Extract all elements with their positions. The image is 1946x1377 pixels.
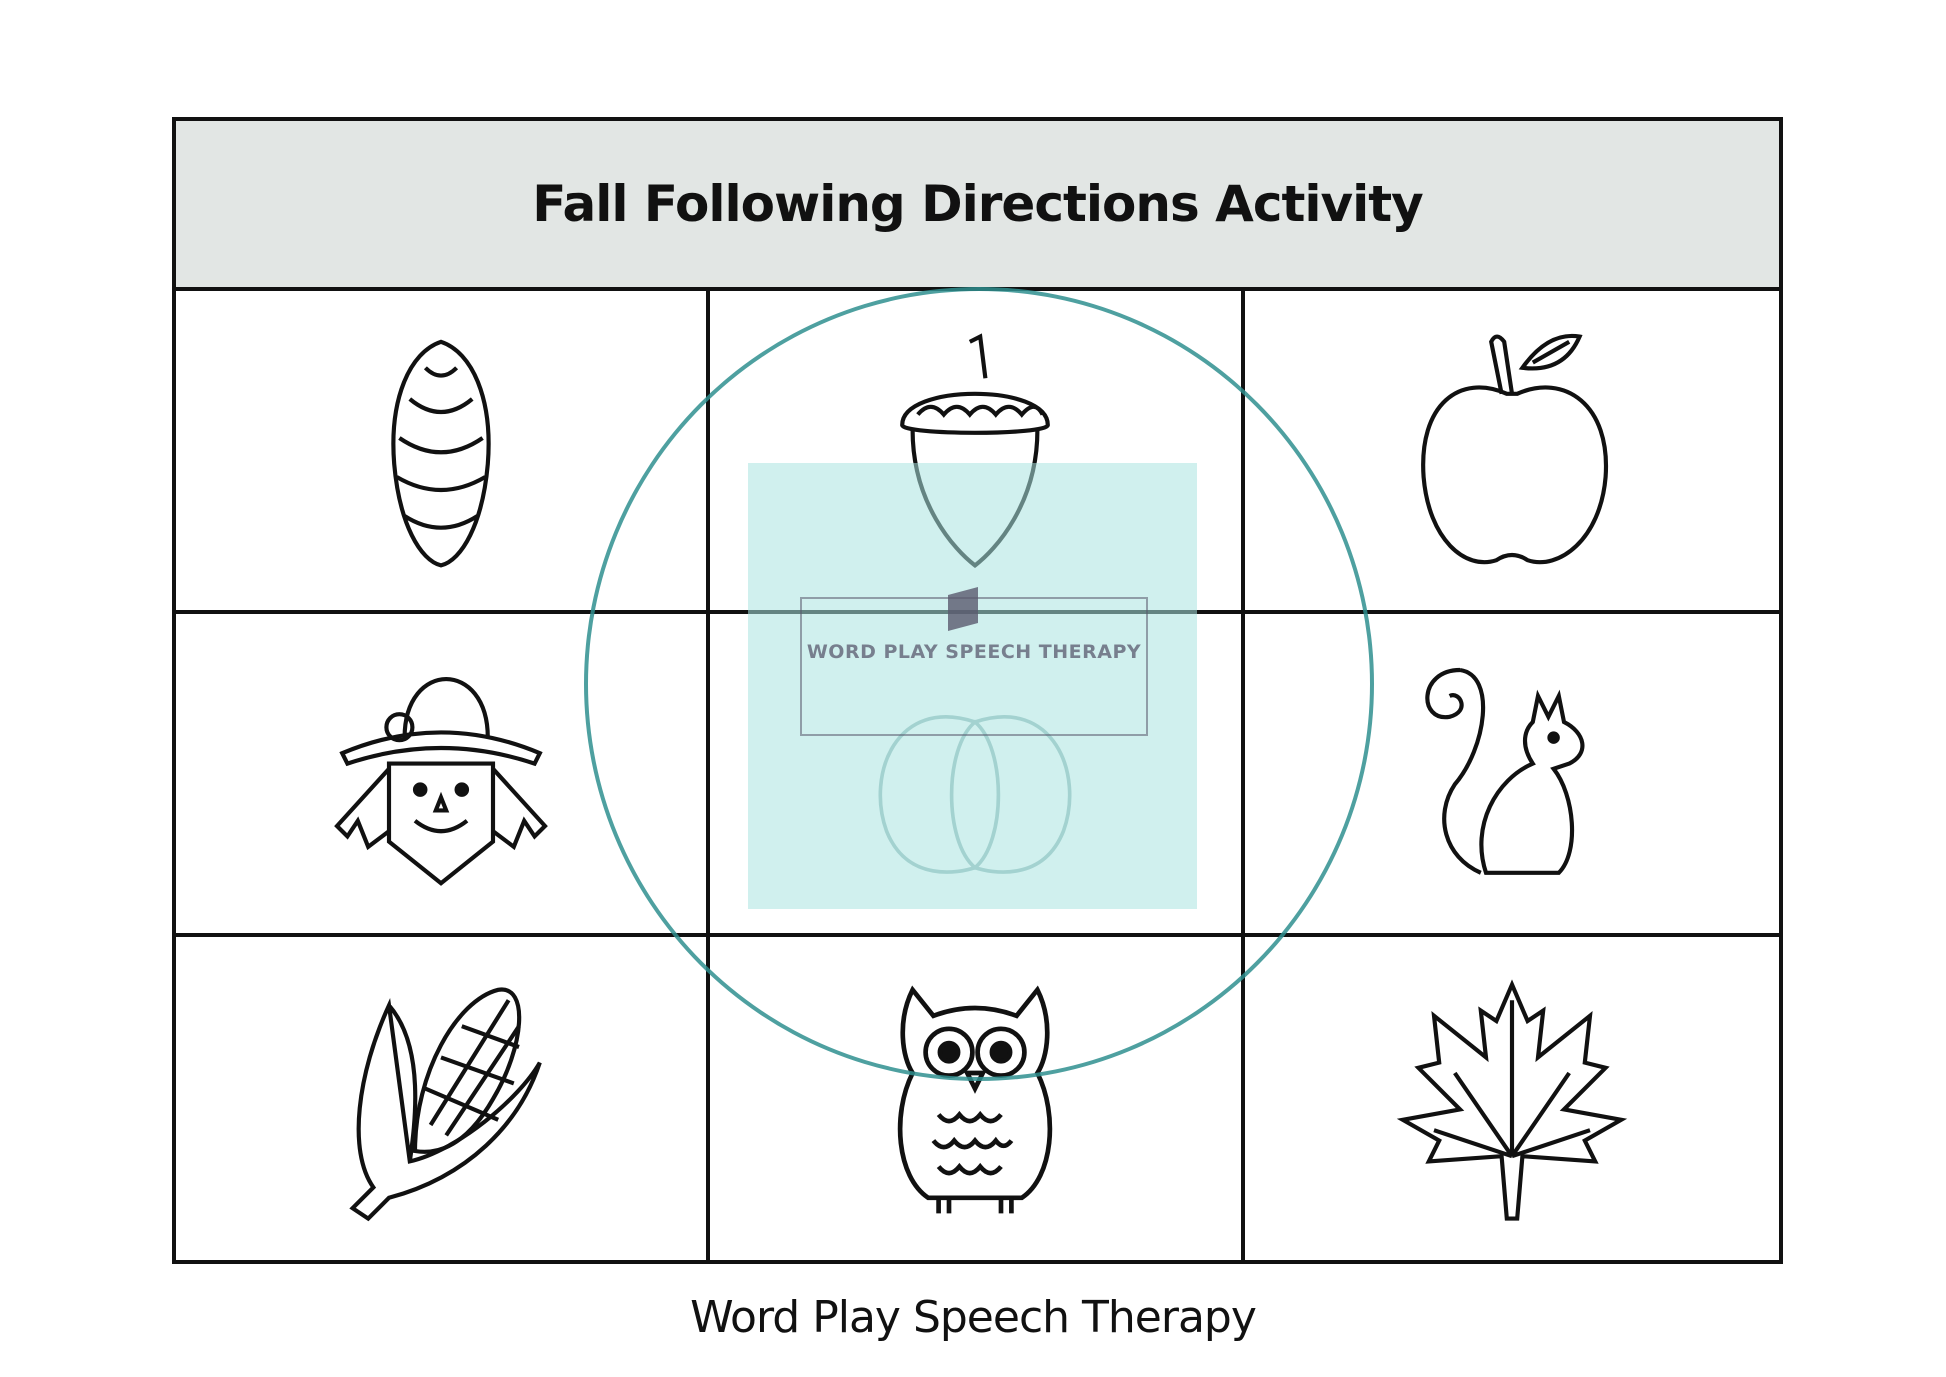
pumpkin-icon — [879, 714, 1072, 874]
cell-maple-leaf — [1245, 937, 1779, 1260]
cell-apple — [1244, 291, 1779, 614]
acorn-icon — [900, 332, 1051, 568]
cell-owl — [710, 937, 1245, 1260]
corn-icon — [349, 987, 542, 1221]
owl-icon — [898, 984, 1053, 1213]
cell-squirrel — [1244, 614, 1779, 937]
cell-scarecrow — [176, 614, 711, 937]
activity-sheet: Fall Following Directions Activity — [172, 117, 1783, 1264]
pinecone-icon — [391, 339, 491, 568]
scarecrow-icon — [334, 676, 549, 886]
cell-pumpkin — [710, 614, 1245, 937]
header-bar: Fall Following Directions Activity — [176, 121, 1779, 291]
footer-brand: Word Play Speech Therapy — [690, 1292, 1257, 1343]
maple-leaf-icon — [1396, 978, 1627, 1221]
cell-acorn — [710, 291, 1245, 614]
apple-icon — [1420, 333, 1608, 564]
picture-grid — [176, 291, 1779, 1260]
cell-corn — [176, 937, 711, 1260]
squirrel-icon — [1425, 667, 1585, 875]
cell-pinecone — [176, 291, 711, 614]
page-title: Fall Following Directions Activity — [532, 175, 1423, 233]
